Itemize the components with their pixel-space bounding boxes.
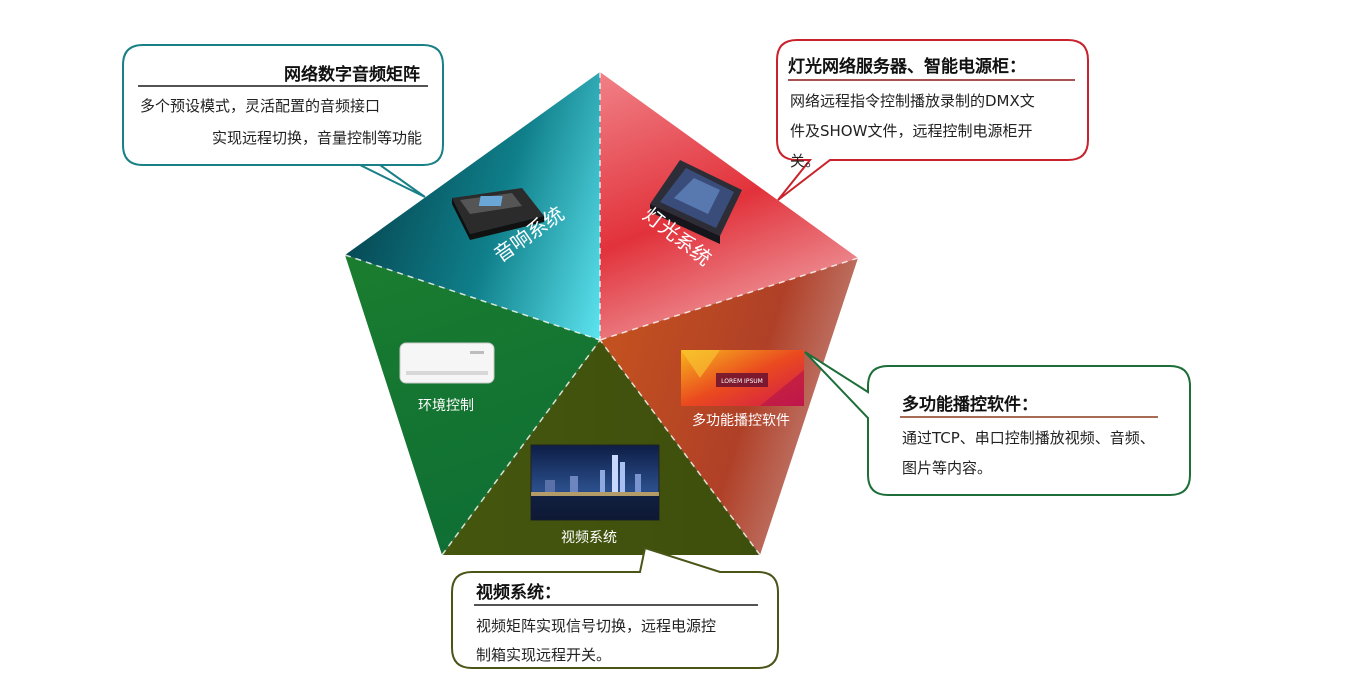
environment-segment [345,255,600,555]
software-segment-label: 多功能播控软件 [692,412,790,429]
lighting-callout-line-3: 关。 [790,152,820,170]
video-callout-line-2: 制箱实现远程开关。 [476,646,611,664]
lighting-callout-title: 灯光网络服务器、智能电源柜： [788,56,1026,77]
environment-segment-label: 环境控制 [418,398,474,414]
video-callout: 视频系统： 视频矩阵实现信号切换，远程电源控 制箱实现远程开关。 [451,546,779,669]
software-callout-title: 多功能播控软件： [902,394,1038,415]
video-callout-line-1: 视频矩阵实现信号切换，远程电源控 [476,617,716,635]
video-callout-title: 视频系统： [476,582,561,603]
air-conditioner-icon [399,342,495,384]
audio-callout-line-2: 实现远程切换，音量控制等功能 [212,129,422,147]
banner-text: LOREM IPSUM [721,378,763,385]
lighting-callout-line-1: 网络远程指令控制播放录制的DMX文 [790,92,1035,110]
lighting-callout: 灯光网络服务器、智能电源柜： 网络远程指令控制播放录制的DMX文 件及SHOW文… [776,39,1089,201]
audio-callout: 网络数字音频矩阵 多个预设模式，灵活配置的音频接口 实现远程切换，音量控制等功能 [122,44,444,198]
software-segment [600,258,858,555]
software-callout-line-1: 通过TCP、串口控制播放视频、音频、 [902,429,1155,447]
software-callout-line-2: 图片等内容。 [902,459,992,477]
audio-mixer-icon [452,188,544,240]
video-segment-label: 视频系统 [561,530,617,546]
audio-callout-title: 网络数字音频矩阵 [284,64,420,85]
software-callout: 多功能播控软件： 通过TCP、串口控制播放视频、音频、 图片等内容。 [804,351,1191,496]
lighting-console-icon [650,160,742,244]
software-banner-thumbnail: LOREM IPSUM [681,350,804,406]
city-night-thumbnail [530,444,660,521]
lighting-callout-line-2: 件及SHOW文件，远程控制电源柜开 [790,122,1032,140]
segment-dividers [344,72,859,556]
audio-callout-line-1: 多个预设模式，灵活配置的音频接口 [140,97,380,115]
